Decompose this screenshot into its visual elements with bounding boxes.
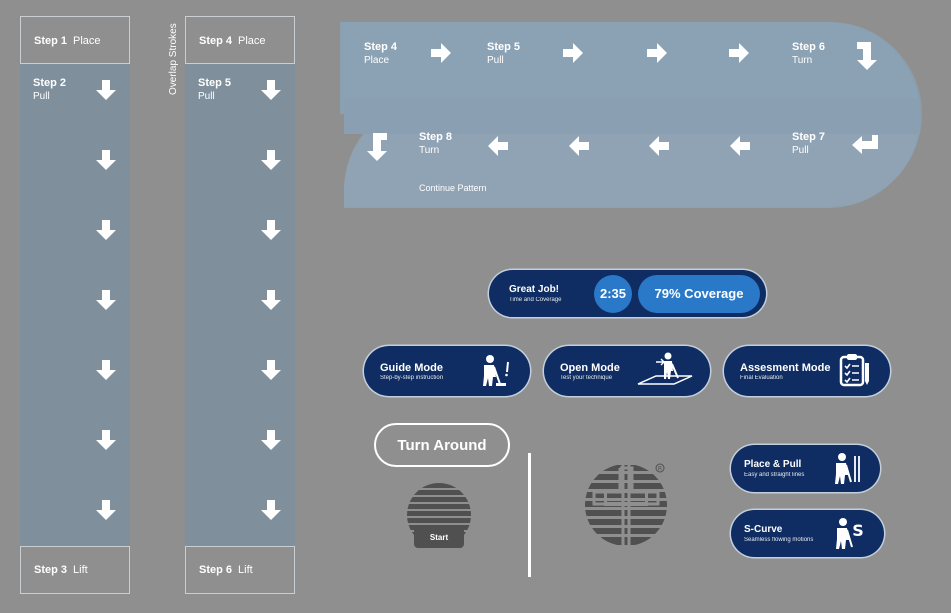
person-lines-icon: [835, 453, 860, 484]
registered-mark-icon: R: [655, 463, 665, 473]
step-action: Pull: [487, 55, 504, 66]
serpentine-step-4: Step 4 Place: [364, 41, 403, 67]
arrow-turn-down-icon: [367, 133, 387, 161]
arrow-right-icon: [431, 43, 451, 63]
pattern-subtitle: Seamless flowing motions: [744, 537, 814, 543]
place-and-pull-button[interactable]: Place & Pull Easy and straight lines: [731, 445, 880, 492]
step-number: Step 2: [33, 77, 67, 89]
mode-subtitle: Step-by-step instruction: [380, 375, 444, 381]
open-mode-button[interactable]: Open Mode Test your technique: [544, 346, 710, 396]
brand-logo-icon: [585, 462, 667, 546]
clipboard-checklist-icon: [839, 354, 869, 387]
column2-head: Step 4 Place: [185, 16, 295, 64]
assessment-mode-button[interactable]: Assesment Mode Final Evaluation: [724, 346, 890, 396]
arrow-down-icon: [96, 360, 116, 380]
arrow-down-icon: [96, 430, 116, 450]
column1-foot: Step 3 Lift: [20, 546, 130, 594]
arrow-down-icon: [96, 80, 116, 100]
step-number: Step 8: [419, 131, 453, 143]
step-number: Step 5: [487, 41, 521, 53]
vertical-divider: [528, 453, 531, 577]
pattern-title: S-Curve: [744, 524, 783, 535]
arrow-down-icon: [261, 150, 281, 170]
s-curve-button[interactable]: S-Curve Seamless flowing motions S: [731, 510, 884, 557]
step-action: Pull: [792, 145, 809, 156]
step-action: Place: [73, 35, 101, 47]
status-title: Great Job!: [509, 284, 560, 295]
step-number: Step 6: [792, 41, 826, 53]
arrow-down-icon: [261, 500, 281, 520]
start-disc-icon[interactable]: [403, 482, 475, 548]
start-label: Start: [429, 533, 449, 542]
mode-subtitle: Final Evaluation: [740, 375, 783, 381]
arrow-down-icon: [96, 150, 116, 170]
arrow-down-icon: [261, 80, 281, 100]
column2-foot: Step 6 Lift: [185, 546, 295, 594]
pattern-title: Place & Pull: [744, 459, 802, 470]
step-action: Lift: [73, 564, 88, 576]
serpentine-step-5: Step 5 Pull: [487, 41, 526, 67]
arrow-right-icon: [563, 43, 583, 63]
coverage-badge: 79% Coverage: [638, 275, 760, 313]
arrow-turn-left-icon: [852, 135, 878, 154]
svg-text:S: S: [852, 521, 864, 540]
step-action: Pull: [33, 91, 50, 102]
serpentine-step-8: Step 8 Turn: [419, 131, 458, 157]
serpentine-step-7: Step 7 Pull: [792, 131, 831, 157]
mode-title: Open Mode: [560, 362, 620, 374]
arrow-down-icon: [261, 360, 281, 380]
continue-pattern-label: Continue Pattern: [419, 183, 487, 193]
overlap-strokes-label: Overlap Strokes: [168, 23, 179, 95]
arrow-down-icon: [96, 220, 116, 240]
step-action: Lift: [238, 564, 253, 576]
step-action: Turn: [419, 145, 440, 156]
mode-title: Guide Mode: [380, 362, 443, 374]
arrow-down-icon: [261, 430, 281, 450]
arrow-down-icon: [96, 500, 116, 520]
arrow-left-icon: [488, 136, 508, 156]
arrow-left-icon: [649, 136, 669, 156]
step-action: Turn: [792, 55, 813, 66]
step-number: Step 4: [364, 41, 398, 53]
arrow-down-icon: [261, 220, 281, 240]
status-subtitle: Time and Coverage: [509, 297, 562, 303]
step-number: Step 1: [34, 35, 68, 47]
mode-subtitle: Test your technique: [560, 375, 613, 381]
svg-text:R: R: [658, 465, 662, 472]
step-number: Step 7: [792, 131, 826, 143]
mode-title: Assesment Mode: [740, 362, 831, 374]
open-floor-icon: [637, 352, 693, 385]
arrow-down-icon: [96, 290, 116, 310]
step-action: Place: [238, 35, 266, 47]
step-number: Step 6: [199, 564, 233, 576]
step-action: Place: [364, 55, 390, 66]
turn-around-button[interactable]: Turn Around: [374, 423, 510, 467]
step-number: Step 5: [198, 77, 232, 89]
arrow-turn-down-icon: [857, 42, 877, 70]
column1-head: Step 1 Place: [20, 16, 130, 64]
person-mopping-icon: [483, 355, 509, 386]
step-number: Step 4: [199, 35, 233, 47]
arrow-right-icon: [647, 43, 667, 63]
arrow-right-icon: [729, 43, 749, 63]
step-number: Step 3: [34, 564, 68, 576]
status-bar: Great Job! Time and Coverage 2:35 79% Co…: [489, 270, 766, 317]
timer-badge: 2:35: [594, 275, 632, 313]
arrow-left-icon: [569, 136, 589, 156]
arrow-down-icon: [261, 290, 281, 310]
step-action: Pull: [198, 91, 215, 102]
person-s-curve-icon: S: [836, 518, 864, 549]
serpentine-overlap: [344, 98, 920, 134]
pattern-subtitle: Easy and straight lines: [744, 472, 805, 478]
column1-body: Step 2 Pull: [20, 64, 130, 546]
serpentine-step-6: Step 6 Turn: [792, 41, 831, 67]
guide-mode-button[interactable]: Guide Mode Step-by-step instruction: [364, 346, 530, 396]
column2-body: Step 5 Pull: [185, 64, 295, 546]
arrow-left-icon: [730, 136, 750, 156]
